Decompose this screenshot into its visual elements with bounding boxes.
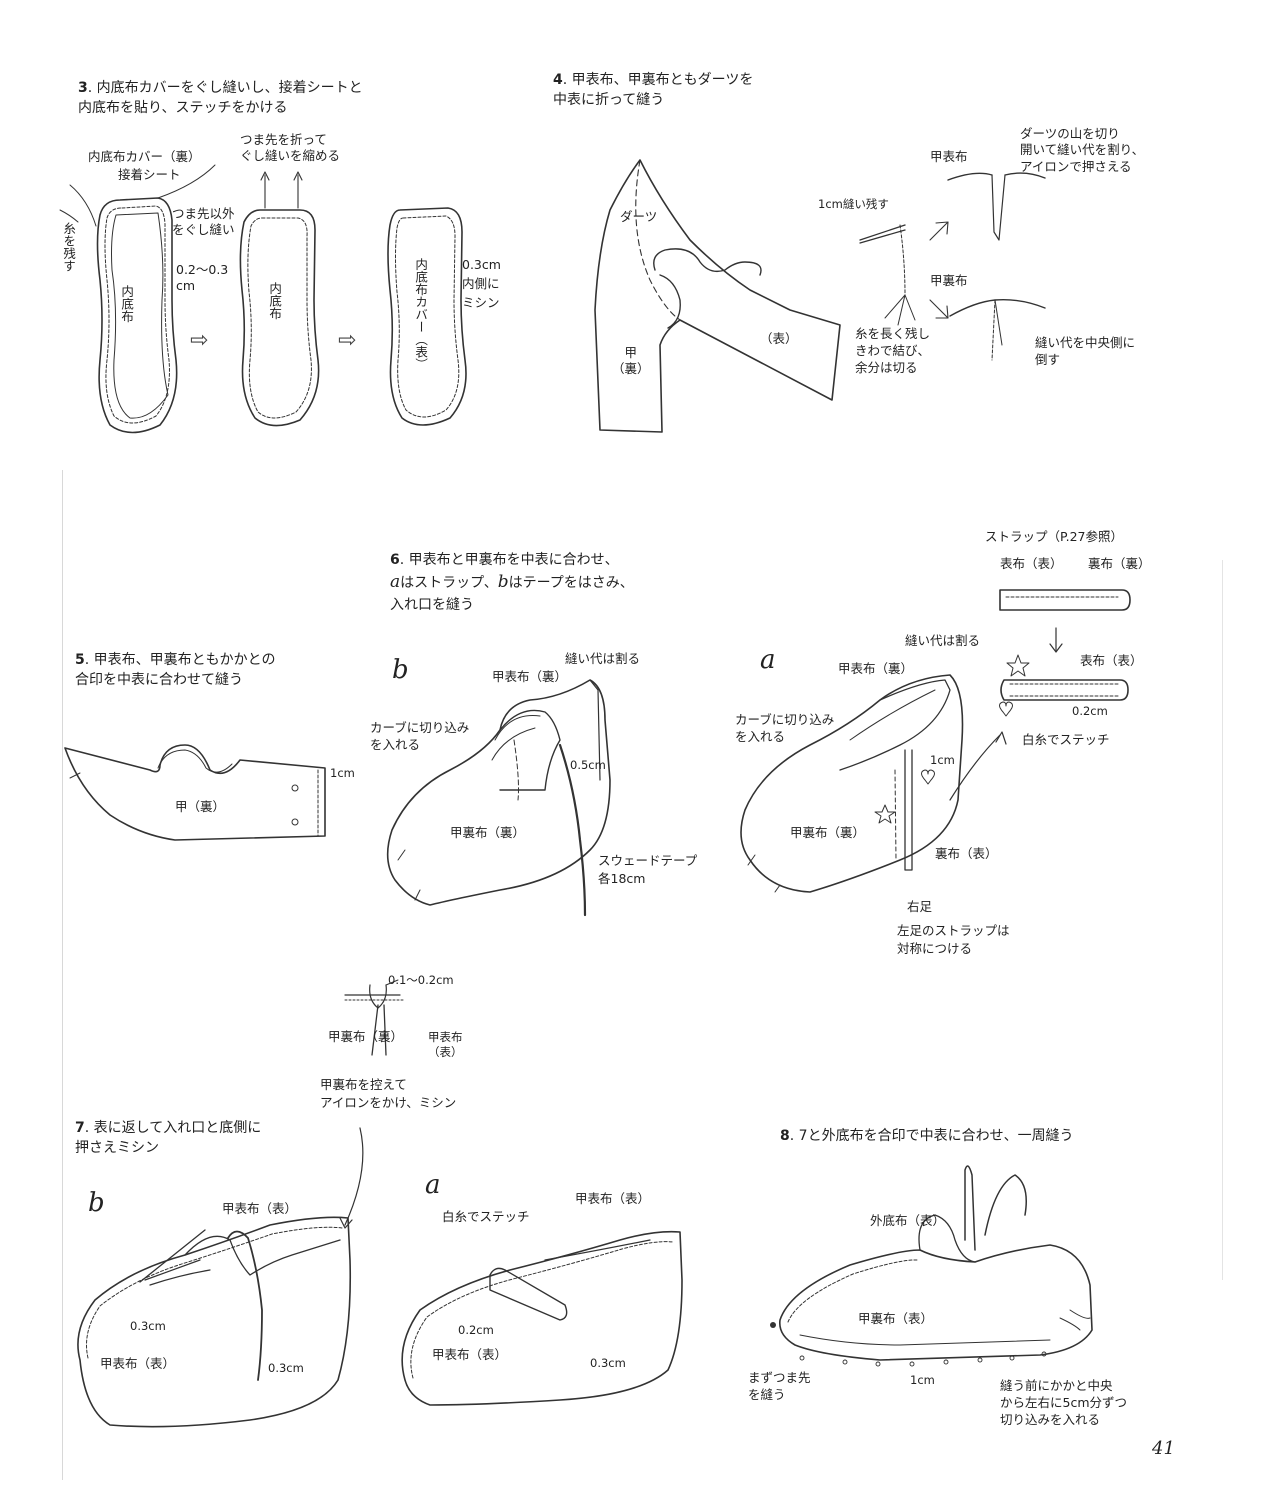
label-curve-notch: カーブに切り込み を入れる [370,720,470,752]
step5-title: 5. 甲表布、甲裏布ともかかとの 合印を中表に合わせて縫う [75,652,276,689]
label-strap-lining: 裏布（裏） [1088,556,1151,571]
step6-strap [999,589,1131,701]
label-1cm: 1cm [930,753,955,767]
label-insole-2: 内底布 [267,282,283,320]
label-adhesive: 接着シート [118,167,181,182]
label-margin: 0.2〜0.3 cm [176,262,229,294]
step7-title: 7. 表に返して入れ口と底側に 押さえミシン [75,1120,262,1157]
label-outer-front: 甲表布（表） [100,1356,176,1371]
label-outer-front: 甲表布（表） [575,1191,651,1206]
step3-insole-2 [239,171,320,427]
label-strap-title: ストラップ（P.27参照） [985,529,1123,544]
label-insole-1: 内底布 [119,285,135,323]
step4-upper-pattern [594,159,841,433]
label-upper-back: 甲（裏） [175,799,226,814]
label-lining-fabric: 甲裏布 [930,273,968,288]
step6-number: 6 [390,552,400,568]
step4-number: 4 [553,72,563,88]
step8-shoe [770,1165,1093,1367]
label-suede-tape: スウェードテープ 各18cm [598,853,698,886]
label-03cm: 0.3cm [268,1361,304,1375]
label-strap-outer2: 表布（表） [1080,653,1143,668]
label-02cm: 0.2cm [458,1323,494,1337]
label-upper-back: 甲 （裏） [612,345,650,377]
variant-a-letter: a [425,1170,441,1200]
step6-a-shoe [740,674,1007,893]
label-cover-front: 内底布カバー（表） [413,258,429,371]
label-outer-front: 甲表布（表） [222,1201,298,1216]
variant-a-letter: a [760,645,776,675]
label-03cm: 0.3cm [590,1356,626,1370]
label-lining-back: 甲裏布（裏） [450,825,526,840]
label-curve-notch: カーブに切り込み を入れる [735,712,835,744]
label-leave-1cm: 1cm縫い残す [818,197,889,211]
variant-b-letter: b [392,655,409,685]
page-number: 41 [1152,1438,1175,1459]
next-arrow-icon: ⇨ [338,328,357,353]
step8-number: 8 [780,1128,790,1144]
step8-title: 8. 7と外底布を合印で中表に合わせ、一周縫う [780,1128,1074,1144]
next-arrow-icon: ⇨ [190,328,209,353]
label-outer-fabric: 甲表布 [930,149,968,164]
step5-number: 5 [75,652,85,668]
label-lining: 甲裏布（表） [858,1311,934,1326]
label-1cm: 1cm [910,1373,935,1387]
label-detail-note: 甲裏布を控えて アイロンをかけ、ミシン [320,1077,457,1110]
label-inner-stitch: 0.3cm 内側に ミシン [462,257,501,310]
label-left-foot-note: 左足のストラップは 対称につける [897,923,1010,956]
label-cut-open: ダーツの山を切り 開いて縫い代を割り、 アイロンで押さえる [1020,126,1145,174]
step3-title: 3. 内底布カバーをぐし縫いし、接着シートと 内底布を貼り、ステッチをかける [78,80,363,117]
label-cover-back: 内底布カバー（裏） [88,149,201,164]
step7-detail [339,979,406,1229]
step7-number: 7 [75,1120,85,1136]
label-except-toe: つま先以外 をぐし縫い [172,206,235,238]
label-outer-back: 甲表布（裏） [838,661,914,676]
step3-title-line1: 内底布カバーをぐし縫いし、接着シートと [96,80,363,96]
label-white-stitch: 白糸でステッチ [442,1209,530,1224]
step4-title: 4. 甲表布、甲裏布ともダーツを 中表に折って縫う [553,72,754,109]
label-dart: ダーツ [620,209,658,224]
step6-b-shoe [386,679,611,917]
label-white-stitch: 白糸でステッチ [1022,732,1110,747]
label-split-seam: 縫い代は割る [905,633,981,648]
variant-b-letter: b [88,1188,105,1218]
label-gap: 0.1〜0.2cm [388,973,454,987]
page-edge-left [62,470,63,1480]
step3-number: 3 [78,80,88,96]
label-two-mm: 0.2cm [1072,704,1108,718]
step3-insole-3 [387,207,467,426]
label-outsole: 外底布（表） [870,1213,946,1228]
label-lining-back: 甲裏布（裏） [790,825,866,840]
label-tie-thread: 糸を長く残し きわで結び、 余分は切る [855,326,931,375]
label-split-seam: 縫い代は割る [565,651,641,666]
label-lining-front: 裏布（表） [935,846,998,861]
label-thread-left: 糸を残す [61,222,77,272]
label-03cm: 0.3cm [130,1319,166,1333]
label-outer-front: 甲表布（表） [432,1347,508,1362]
label-notch-note: 縫う前にかかと中央 から左右に5cm分ずつ 切り込みを入れる [1000,1378,1128,1427]
label-detail-lining: 甲裏布（裏） [328,1029,404,1044]
label-toe-fold: つま先を折って ぐし縫いを縮める [240,132,341,164]
star-heart-markers [874,654,1030,824]
step3-insole-1 [59,164,216,434]
label-detail-outer: 甲表布 （表） [428,1030,463,1059]
step7-a-shoe [401,1230,683,1406]
step7-b-shoe [77,1216,352,1428]
step6-title: 6. 甲表布と甲裏布を中表に合わせ、 aはストラップ、bはテープをはさみ、 入れ… [390,552,634,613]
label-1cm: 1cm [330,766,355,780]
step5-heel-pattern [64,744,326,841]
label-outer-back: 甲表布（裏） [492,669,568,684]
label-front: （表） [760,331,798,346]
label-toe-first: まずつま先 を縫う [748,1370,811,1402]
label-strap-outer: 表布（表） [1000,556,1063,571]
label-half-cm: 0.5cm [570,758,606,772]
page-edge-right [1222,560,1223,1280]
label-right-foot: 右足 [907,899,933,914]
step4-knot-detail [859,172,1046,361]
label-fold-seam: 縫い代を中央側に 倒す [1035,335,1136,367]
step3-title-line2: 内底布を貼り、ステッチをかける [78,100,288,117]
